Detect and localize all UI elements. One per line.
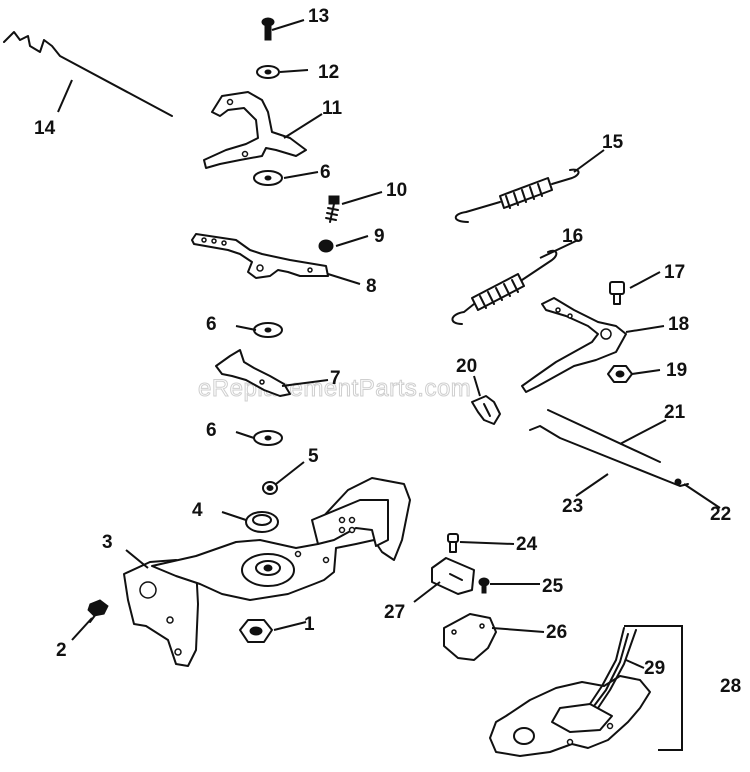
callout-25: 25 xyxy=(542,576,564,597)
part-20-clip[interactable] xyxy=(471,395,501,425)
callout-8: 8 xyxy=(366,276,377,297)
part-7-plate[interactable] xyxy=(215,349,291,397)
part-14-governor-rod[interactable] xyxy=(3,31,173,117)
callout-3: 3 xyxy=(102,532,113,553)
callout-16: 16 xyxy=(562,226,583,247)
part-23-rod[interactable] xyxy=(529,425,689,487)
part-10-bolt[interactable] xyxy=(325,195,340,223)
part-19-nut[interactable] xyxy=(607,365,633,383)
part-12-washer[interactable] xyxy=(256,65,280,79)
callout-18: 18 xyxy=(668,314,689,335)
callout-22: 22 xyxy=(710,504,731,525)
callout-26: 26 xyxy=(546,622,567,643)
assembly-bracket-28 xyxy=(624,625,683,751)
part-26-plate[interactable] xyxy=(443,613,497,661)
callout-7: 7 xyxy=(330,368,341,389)
callout-11: 11 xyxy=(322,98,343,119)
callout-4: 4 xyxy=(192,500,203,521)
callout-21: 21 xyxy=(664,402,686,423)
callout-1: 1 xyxy=(304,614,315,635)
part-27-bracket[interactable] xyxy=(431,557,475,595)
part-22-clip[interactable] xyxy=(674,478,682,486)
part-28-assembly[interactable] xyxy=(489,675,651,757)
callout-10: 10 xyxy=(386,180,407,201)
part-18-throttle-lever[interactable] xyxy=(521,297,627,393)
part-24-screw[interactable] xyxy=(447,533,459,553)
callout-15: 15 xyxy=(602,132,624,153)
part-3-control-bracket[interactable] xyxy=(123,477,411,667)
callout-23: 23 xyxy=(562,496,583,517)
part-6-washer-lower[interactable] xyxy=(253,430,283,446)
part-2-bolt[interactable] xyxy=(87,599,109,623)
part-4-spacer[interactable] xyxy=(245,511,279,533)
part-11-bracket[interactable] xyxy=(203,91,307,169)
part-15-spring[interactable] xyxy=(454,168,580,223)
callout-24: 24 xyxy=(516,534,538,555)
part-13-screw[interactable] xyxy=(261,17,275,41)
part-9-nut[interactable] xyxy=(318,239,334,253)
callout-19: 19 xyxy=(666,360,687,381)
part-17-bolt[interactable] xyxy=(609,281,625,305)
callout-labels: 1 2 3 4 5 6 6 6 7 8 9 10 11 12 13 14 15 … xyxy=(34,6,741,697)
part-5-bushing[interactable] xyxy=(262,481,278,495)
part-21-rod[interactable] xyxy=(547,409,661,463)
callout-17: 17 xyxy=(664,262,685,283)
callout-6-middle: 6 xyxy=(206,314,217,335)
callout-20: 20 xyxy=(456,356,477,377)
leader-lines xyxy=(57,19,721,669)
callout-28: 28 xyxy=(720,676,741,697)
callout-13: 13 xyxy=(308,6,329,27)
part-8-governor-lever[interactable] xyxy=(191,233,329,279)
part-16-spring[interactable] xyxy=(451,249,558,325)
part-25-screw[interactable] xyxy=(478,577,490,594)
callout-29: 29 xyxy=(644,658,665,679)
callout-5: 5 xyxy=(308,446,319,467)
callout-9: 9 xyxy=(374,226,385,247)
part-29-springs[interactable] xyxy=(589,627,637,709)
callout-2: 2 xyxy=(56,640,67,661)
callout-14: 14 xyxy=(34,118,56,139)
callout-27: 27 xyxy=(384,602,405,623)
callout-6-lower: 6 xyxy=(206,420,217,441)
callout-12: 12 xyxy=(318,62,339,83)
callout-6-top: 6 xyxy=(320,162,331,183)
part-6-washer-top[interactable] xyxy=(253,170,283,186)
part-6-washer-middle[interactable] xyxy=(253,322,283,338)
part-1-nut[interactable] xyxy=(239,619,273,643)
